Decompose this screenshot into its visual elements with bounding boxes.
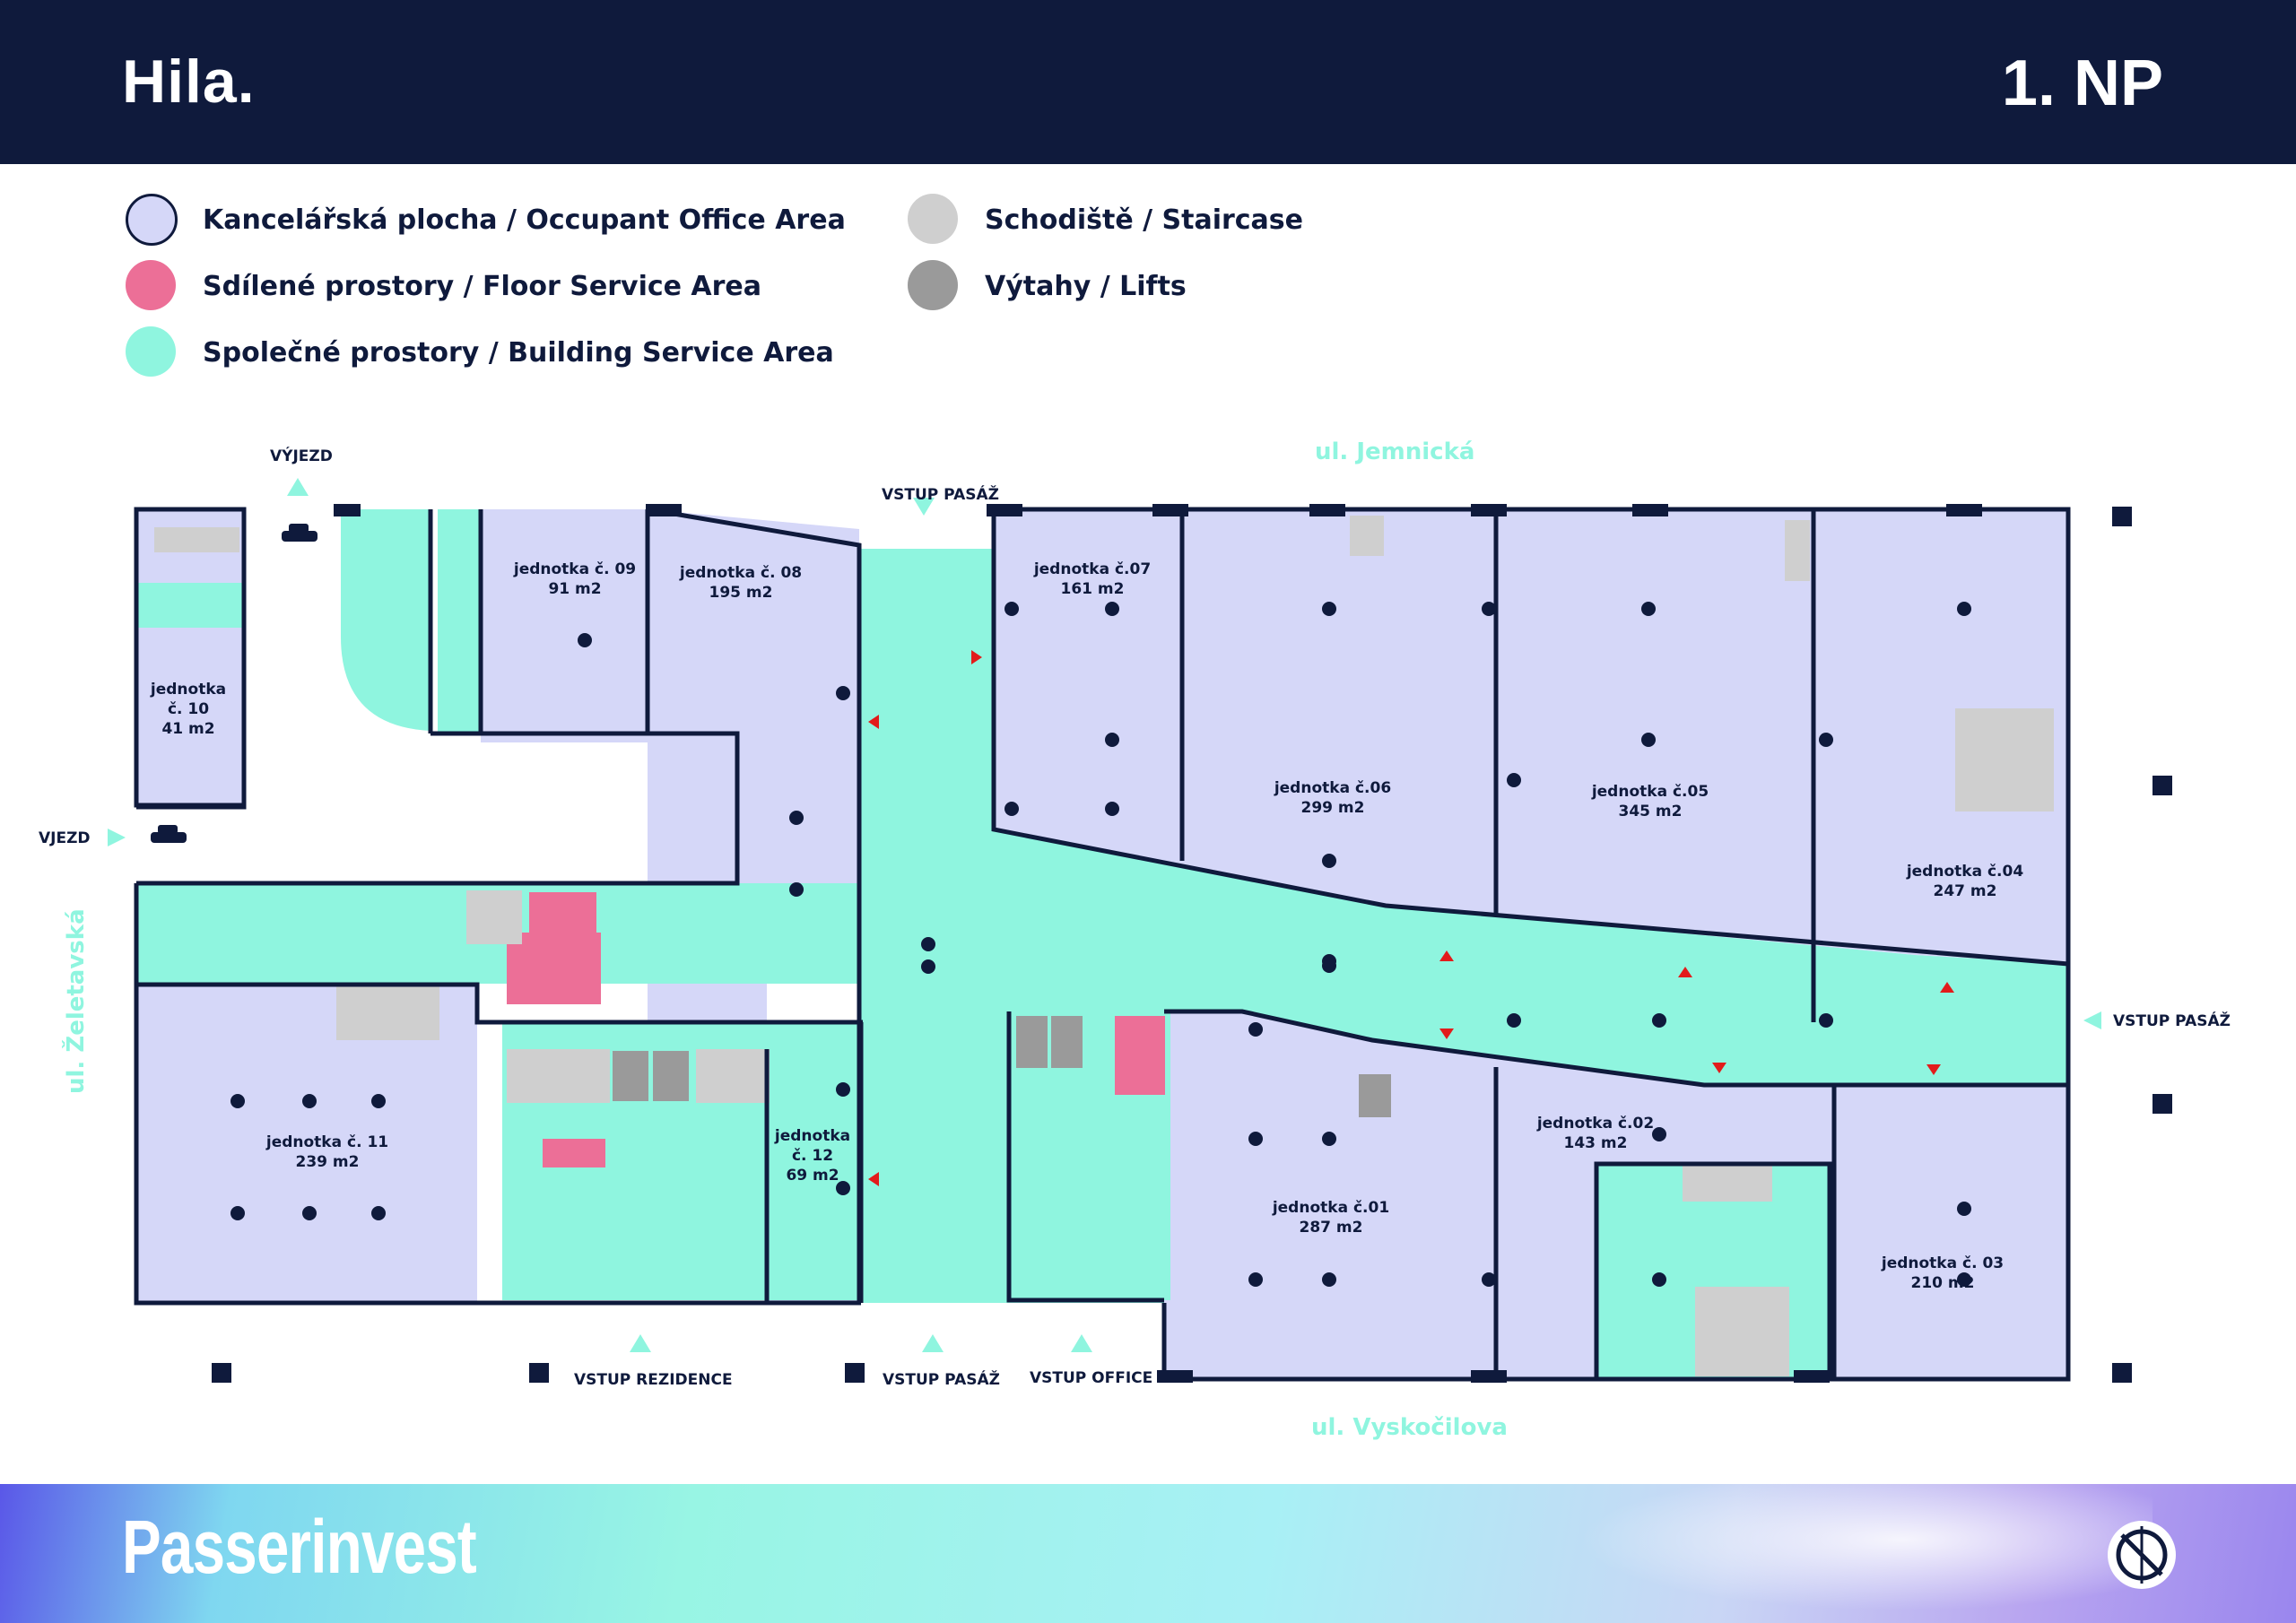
compass-logo-icon [2108, 1521, 2176, 1589]
unit-name: jednotka č.04 [1906, 863, 2023, 881]
floor-service-areas [507, 892, 1165, 1167]
unit-label-11: jednotka č. 11 239 m2 [265, 1133, 388, 1171]
footer-brand: Passerinvest [122, 1505, 477, 1589]
unit-label-10: jednotka č. 10 41 m2 [150, 681, 226, 738]
unit-label-12: jednotka č. 12 69 m2 [774, 1127, 850, 1185]
unit-name: jednotka č. 03 [1881, 1254, 2004, 1272]
entrance-label-pasaz-east: VSTUP PASÁŽ [2113, 1011, 2231, 1030]
unit-label-06: jednotka č.06 299 m2 [1274, 779, 1391, 817]
footer-banner: Passerinvest [0, 1484, 2296, 1623]
unit-label-01: jednotka č.01 287 m2 [1272, 1199, 1389, 1237]
footer-light-streak [1525, 1484, 2152, 1623]
unit-name: jednotka č. 09 [513, 560, 636, 578]
unit-area: 69 m2 [786, 1167, 839, 1185]
floor-label: 1. NP [2001, 48, 2163, 119]
unit-label-05: jednotka č.05 345 m2 [1591, 783, 1709, 820]
legend-label-staircase: Schodiště / Staircase [985, 204, 1304, 236]
unit-area: 161 m2 [1061, 580, 1125, 598]
unit-area: 345 m2 [1619, 803, 1683, 820]
unit-area: 247 m2 [1934, 882, 1997, 900]
unit-label-08: jednotka č. 08 195 m2 [679, 564, 802, 602]
entrance-label-vjezd: VJEZD [39, 829, 91, 847]
unit-area: 239 m2 [296, 1153, 360, 1171]
unit-area: 91 m2 [548, 580, 601, 598]
unit-label-02: jednotka č.02 143 m2 [1536, 1115, 1654, 1152]
legend-swatch-lifts [908, 260, 958, 310]
unit-name: jednotka č.02 [1536, 1115, 1654, 1133]
unit-area: 143 m2 [1564, 1134, 1628, 1152]
street-label-north: ul. Jemnická [1315, 438, 1474, 465]
unit-label-03: jednotka č. 03 210 m2 [1881, 1254, 2004, 1292]
legend-label-building-service: Společné prostory / Building Service Are… [203, 337, 834, 369]
unit-label-04: jednotka č.04 247 m2 [1906, 863, 2023, 900]
unit-name: jednotka [774, 1127, 850, 1145]
unit-label-09: jednotka č. 09 91 m2 [513, 560, 636, 598]
street-label-west: ul. Želetavská [61, 908, 90, 1094]
unit-name-2: č. 10 [168, 700, 209, 718]
car-icon [151, 825, 187, 843]
staircases [154, 516, 2054, 1376]
facade-piers [212, 504, 2172, 1383]
unit-name: jednotka č. 11 [265, 1133, 388, 1151]
entrance-arrows [108, 478, 2101, 1352]
brand-title: Hila. [122, 48, 256, 116]
entrance-label-pasaz-south: VSTUP PASÁŽ [883, 1369, 1000, 1389]
legend-label-office: Kancelářská plocha / Occupant Office Are… [203, 204, 846, 236]
entrance-label-vyjezd: VÝJEZD [270, 446, 333, 465]
walls [134, 507, 2071, 1382]
street-label-south: ul. Vyskočilova [1311, 1414, 1508, 1441]
entrance-label-pasaz-north: VSTUP PASÁŽ [882, 484, 999, 504]
unit-label-07: jednotka č.07 161 m2 [1033, 560, 1151, 598]
legend-label-lifts: Výtahy / Lifts [985, 271, 1187, 302]
unit-name: jednotka č. 08 [679, 564, 802, 582]
unit-name-2: č. 12 [792, 1147, 833, 1165]
direction-markers [868, 650, 1954, 1186]
unit-area: 287 m2 [1300, 1219, 1363, 1237]
car-icon [282, 524, 317, 542]
legend-swatch-building-service [126, 326, 176, 377]
unit-name: jednotka č.06 [1274, 779, 1391, 797]
unit-area: 210 m2 [1911, 1274, 1975, 1292]
legend-swatch-floor-service [126, 260, 176, 310]
floor-plan: .st { font-family:"DejaVu Sans", sans-se… [39, 438, 2231, 1441]
unit-area: 195 m2 [709, 584, 773, 602]
unit-name: jednotka č.05 [1591, 783, 1709, 801]
entrance-label-rezidence: VSTUP REZIDENCE [574, 1371, 733, 1389]
legend-label-floor-service: Sdílené prostory / Floor Service Area [203, 271, 762, 302]
unit-area: 299 m2 [1301, 799, 1365, 817]
legend-swatch-staircase [908, 194, 958, 244]
header-bar: Hila. 1. NP [0, 0, 2296, 164]
unit-area: 41 m2 [161, 720, 214, 738]
entrance-label-office: VSTUP OFFICE [1030, 1369, 1152, 1387]
columns [230, 602, 1971, 1287]
unit-name: jednotka č.07 [1033, 560, 1151, 578]
unit-name: jednotka [150, 681, 226, 699]
lifts [613, 1016, 1391, 1117]
unit-name: jednotka č.01 [1272, 1199, 1389, 1217]
legend-swatch-office [126, 194, 178, 246]
